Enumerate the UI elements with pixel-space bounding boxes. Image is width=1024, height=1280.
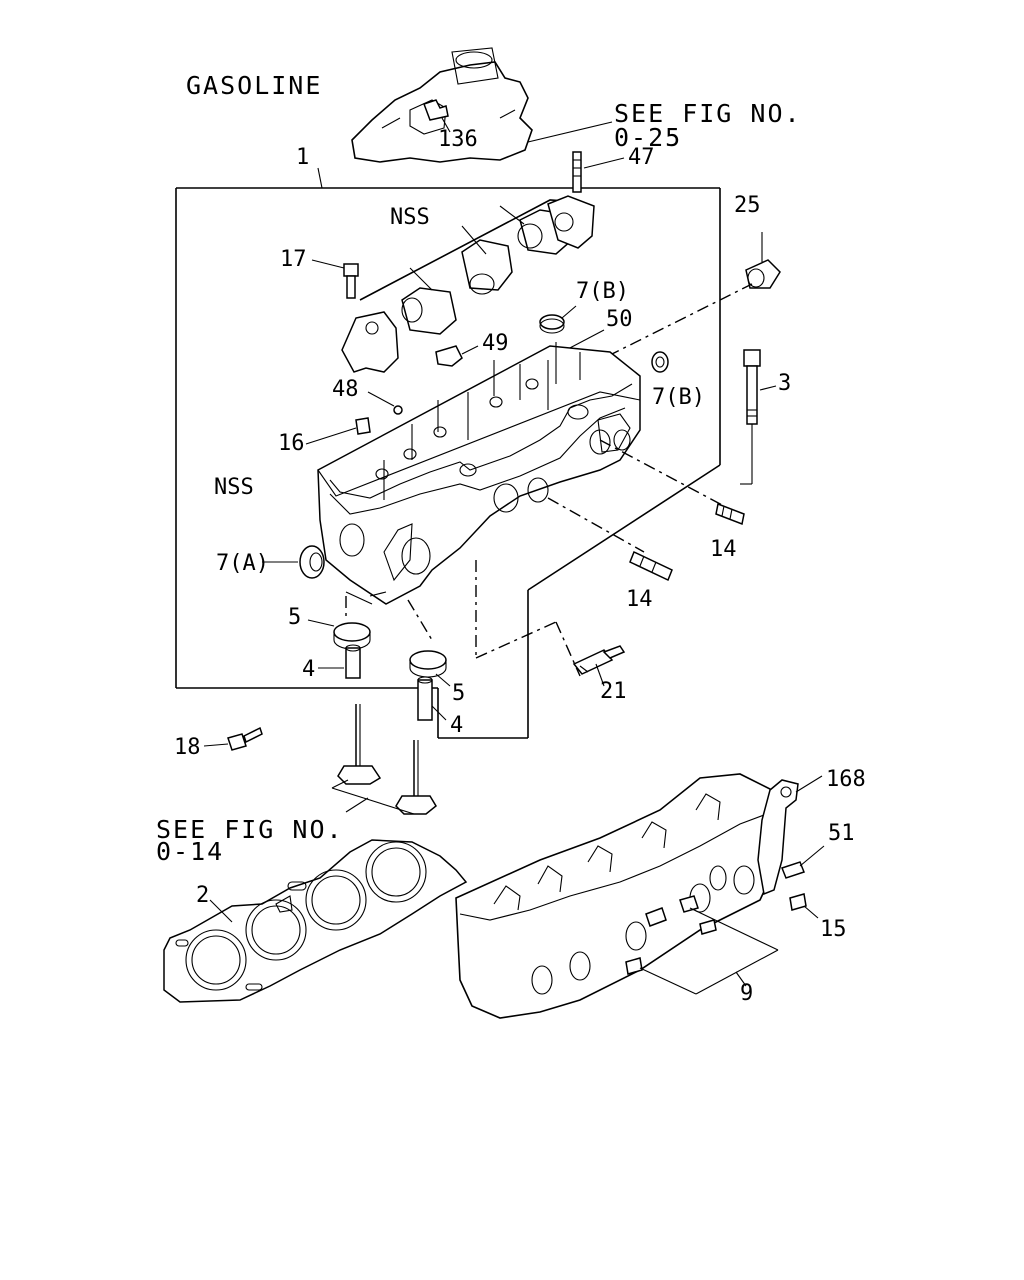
see-fig-bottom-line1: SEE FIG NO. xyxy=(156,815,344,844)
callout-15: 15 xyxy=(820,917,847,942)
callout-47: 47 xyxy=(628,145,655,170)
part-5-seal-b xyxy=(409,650,451,687)
callout-nss-mid: NSS xyxy=(214,475,254,500)
part-14-stud-b xyxy=(629,550,673,582)
part-15-bolt xyxy=(789,893,819,919)
part-49-clip xyxy=(435,345,479,367)
callout-18: 18 xyxy=(174,735,201,760)
callout-50: 50 xyxy=(606,307,633,332)
part-4-guide-a xyxy=(318,644,361,679)
engine-block-sketch xyxy=(351,47,533,163)
see-fig-top-line2: 0-25 xyxy=(614,123,682,152)
part-21-sensor xyxy=(572,645,626,687)
callout-7b-top: 7(B) xyxy=(576,279,629,304)
callout-1: 1 xyxy=(296,145,309,170)
callout-51: 51 xyxy=(828,821,855,846)
part-25-plug xyxy=(745,232,781,289)
callout-16: 16 xyxy=(278,431,305,456)
part-18-bolt xyxy=(203,726,263,751)
callout-9: 9 xyxy=(740,981,753,1006)
part-17-bolt xyxy=(311,259,359,299)
callout-5-b: 5 xyxy=(452,681,465,706)
lower-cylinder-head xyxy=(455,773,775,1019)
part-47-stud xyxy=(572,151,625,193)
assembly-bracket xyxy=(175,167,721,739)
part-3-bolt xyxy=(740,349,777,485)
callout-2: 2 xyxy=(196,883,209,908)
part-136-clip xyxy=(423,99,449,121)
cylinder-head xyxy=(317,342,641,605)
callout-14-b: 14 xyxy=(626,587,653,612)
callout-21: 21 xyxy=(600,679,627,704)
callout-168: 168 xyxy=(826,767,866,792)
valves xyxy=(331,704,437,815)
callout-25: 25 xyxy=(734,193,761,218)
callout-14-a: 14 xyxy=(710,537,737,562)
part-7b-seal-right xyxy=(651,351,669,373)
part-2-head-gasket xyxy=(163,839,468,1003)
callout-136: 136 xyxy=(438,127,478,152)
callout-17: 17 xyxy=(280,247,307,272)
part-5-seal-a xyxy=(307,619,371,650)
part-7a-seal xyxy=(262,545,325,579)
see-fig-top-line1: SEE FIG NO. xyxy=(614,99,802,128)
variant-label: GASOLINE xyxy=(186,71,322,100)
camshaft-caps xyxy=(341,195,595,373)
part-168-bracket xyxy=(757,775,823,896)
callout-7a: 7(A) xyxy=(216,551,269,576)
callout-49: 49 xyxy=(482,331,509,356)
part-48-pin xyxy=(367,391,403,415)
callout-7b-right: 7(B) xyxy=(652,385,705,410)
see-fig-bottom-line2: 0-14 xyxy=(156,837,224,866)
part-7b-seal-top xyxy=(539,305,577,334)
callout-5-a: 5 xyxy=(288,605,301,630)
callout-48: 48 xyxy=(332,377,359,402)
part-51-bolt xyxy=(781,845,825,879)
callout-nss-top: NSS xyxy=(390,205,430,230)
callout-3: 3 xyxy=(778,371,791,396)
callout-4-a: 4 xyxy=(302,657,315,682)
part-14-stud-a xyxy=(715,502,745,526)
part-4-guide-b xyxy=(417,676,447,721)
part-9-studs xyxy=(625,895,779,995)
part-16-plug xyxy=(305,417,371,445)
callout-4-b: 4 xyxy=(450,713,463,738)
